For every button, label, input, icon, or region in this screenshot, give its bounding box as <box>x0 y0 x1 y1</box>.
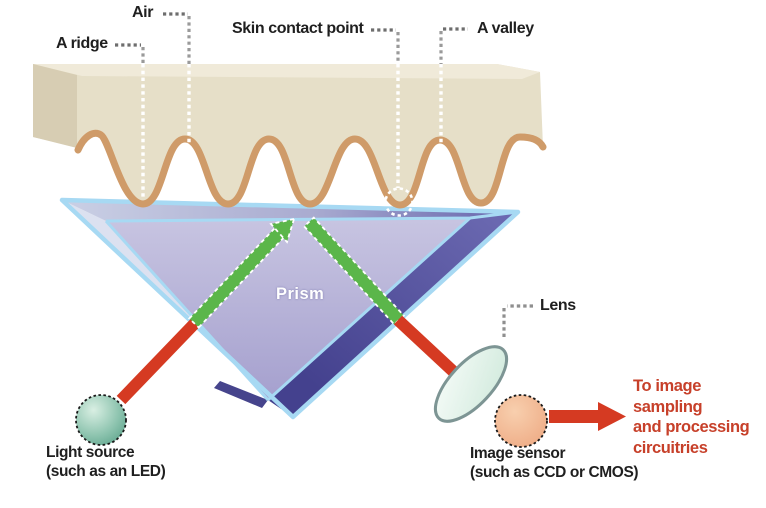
light-source-label-line2: (such as an LED) <box>46 463 166 480</box>
output-arrowhead <box>598 402 626 431</box>
lens <box>433 345 509 423</box>
skin-left-shade <box>33 64 77 148</box>
lens-leader-line <box>502 304 533 339</box>
to-image-line2: sampling <box>633 397 703 416</box>
to-image-line1: To image <box>633 377 702 395</box>
image-sensor-label-line2: (such as CCD or CMOS) <box>470 464 639 481</box>
light-source-circle <box>75 394 127 446</box>
image-sensor-circle <box>494 394 548 448</box>
skin-contact-point-circle <box>384 187 414 217</box>
to-image-line4: circuitries <box>633 438 708 457</box>
image-sensor-label: Image sensor (such as CCD or CMOS) <box>470 444 639 482</box>
image-sensor-label-line1: Image sensor <box>470 445 566 462</box>
green-ray-up <box>188 217 296 329</box>
air-leader-line <box>163 12 191 171</box>
lens-label: Lens <box>540 297 576 314</box>
leader-lines <box>115 12 533 339</box>
skin-body <box>33 64 543 205</box>
light-source-label-line1: Light source <box>46 444 135 461</box>
prism-label: Prism <box>276 285 325 303</box>
green-ray-up-arrowhead <box>269 217 296 244</box>
valley-label: A valley <box>477 20 534 37</box>
red-ray-incoming <box>116 316 202 405</box>
skin-contact-leader-line <box>371 28 414 217</box>
valley-leader-line <box>439 27 468 144</box>
light-source-label: Light source (such as an LED) <box>46 443 166 481</box>
prism-inner-right-edge <box>266 216 472 402</box>
skin-top-highlight <box>33 64 540 79</box>
ridge-leader-line <box>115 43 145 199</box>
prism-bottom-edge-shade <box>214 381 268 408</box>
to-image-processing-label: To image sampling and processing circuit… <box>633 376 750 458</box>
prism-front-face <box>106 218 470 400</box>
ridge-wave-line <box>74 129 547 209</box>
ridge-label: A ridge <box>56 35 108 52</box>
prism-outer-outline <box>59 197 521 420</box>
green-ray-down <box>302 216 406 326</box>
output-arrow <box>549 402 626 431</box>
finger-skin <box>33 64 547 209</box>
to-image-line3: and processing <box>633 418 750 436</box>
air-label: Air <box>132 4 154 21</box>
light-rays <box>116 216 469 405</box>
skin-contact-point-label: Skin contact point <box>232 20 364 37</box>
prism-inner-left-edge <box>104 219 270 402</box>
